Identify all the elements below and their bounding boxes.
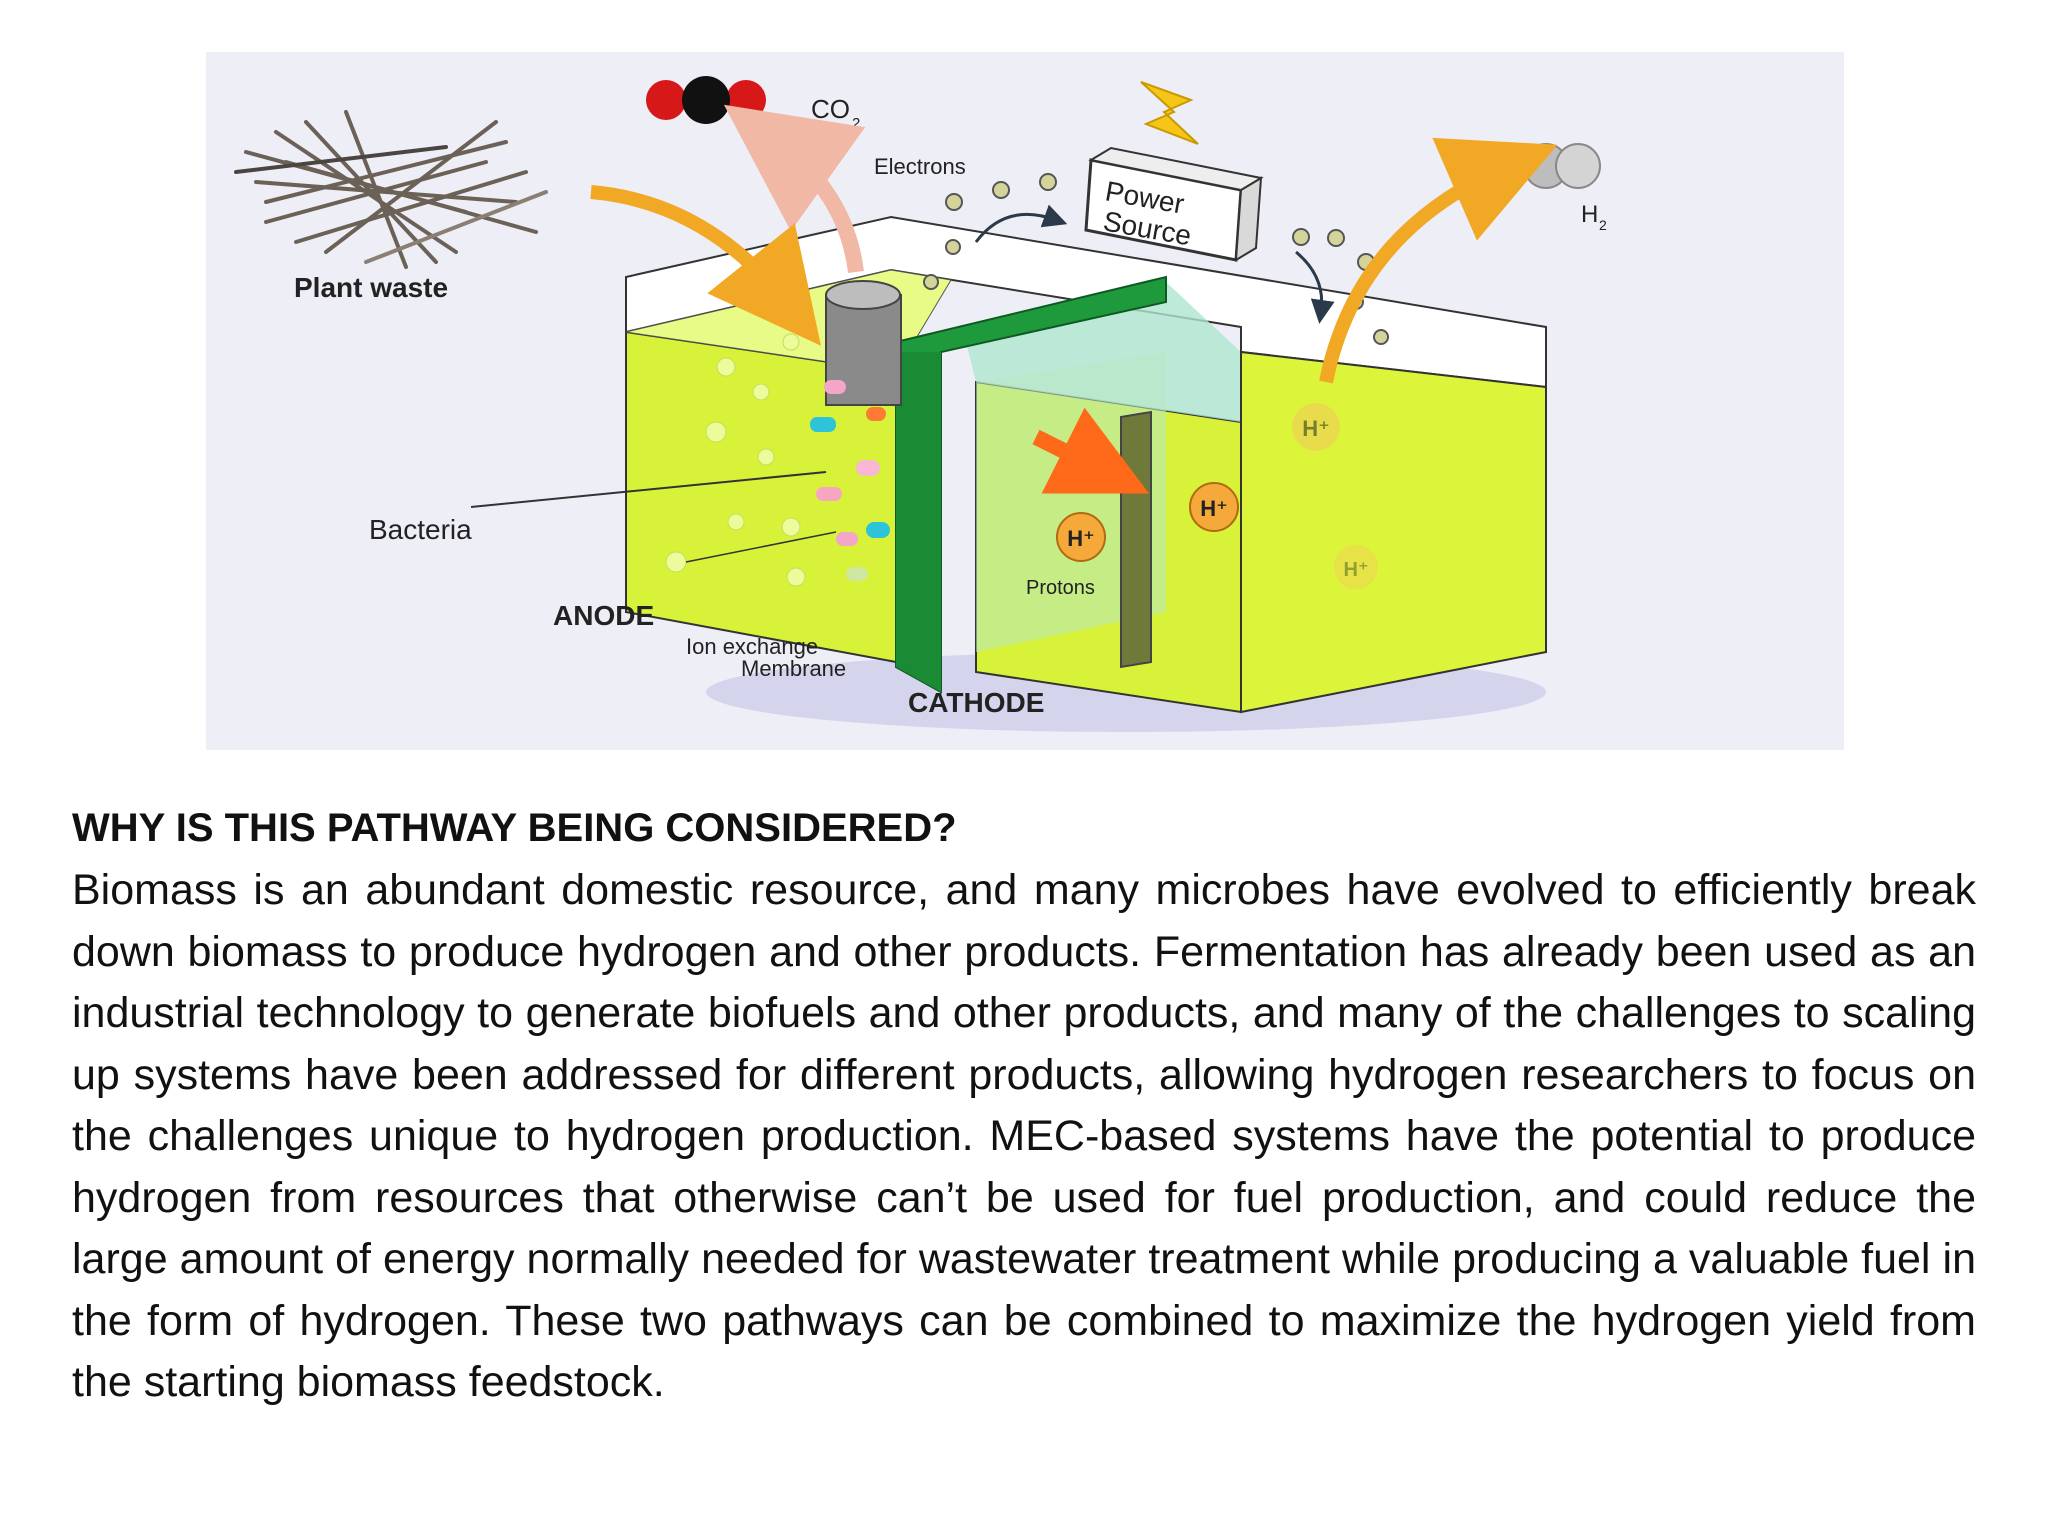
bacteria-leader-line-2: [685, 531, 837, 563]
bacteria-label: Bacteria: [369, 514, 472, 545]
mec-diagram: Plant waste CO 2 Electrons Power Source …: [206, 52, 1844, 750]
section-heading: WHY IS THIS PATHWAY BEING CONSIDERED?: [72, 806, 957, 850]
proton-2: H⁺: [1189, 482, 1239, 532]
co2-outflow-arrow: [723, 104, 866, 274]
co2-subscript: 2: [852, 115, 860, 132]
electron-flow-arrow-right: [1295, 250, 1335, 324]
mec-diagram-svg: Plant waste CO 2 Electrons Power Source …: [234, 76, 1607, 732]
cathode-label: CATHODE: [908, 687, 1044, 718]
h2-subscript: 2: [1599, 217, 1607, 233]
lightning-bolt-icon: [1140, 81, 1199, 145]
plant-waste-inflow-arrow: [590, 185, 821, 346]
ion-exchange-label-line1: Ion exchange: [686, 634, 818, 659]
anode-label: ANODE: [553, 600, 654, 631]
section-paragraph: Biomass is an abundant domestic resource…: [72, 866, 1976, 1406]
proton-1: H⁺: [1056, 512, 1106, 562]
proton-4: H⁺: [1334, 545, 1378, 589]
proton-3: H⁺: [1292, 403, 1340, 451]
electrons-label: Electrons: [874, 154, 966, 179]
h2-label: H: [1581, 201, 1598, 228]
bacteria-leader-line: [470, 471, 827, 508]
co2-molecule-icon: [646, 76, 766, 124]
plant-waste-label: Plant waste: [294, 272, 448, 303]
power-source-box: [1084, 146, 1264, 262]
electron-flow-arrow-left: [974, 204, 1068, 243]
bacteria-cluster: [810, 380, 890, 581]
proton-3-label: H⁺: [1302, 416, 1330, 441]
proton-flow-arrow: [1032, 407, 1149, 494]
ion-exchange-label-line2: Membrane: [741, 656, 846, 681]
co2-label: CO: [811, 94, 850, 124]
proton-1-label: H⁺: [1067, 526, 1095, 551]
cathode-electrode: [1120, 410, 1152, 669]
protons-label: Protons: [1026, 577, 1095, 599]
plant-waste-icon: [234, 110, 548, 269]
proton-4-label: H⁺: [1344, 559, 1369, 581]
h2-outflow-arrow: [1319, 137, 1558, 384]
proton-2-label: H⁺: [1200, 496, 1228, 521]
h2-molecule-icon: [1523, 143, 1601, 189]
